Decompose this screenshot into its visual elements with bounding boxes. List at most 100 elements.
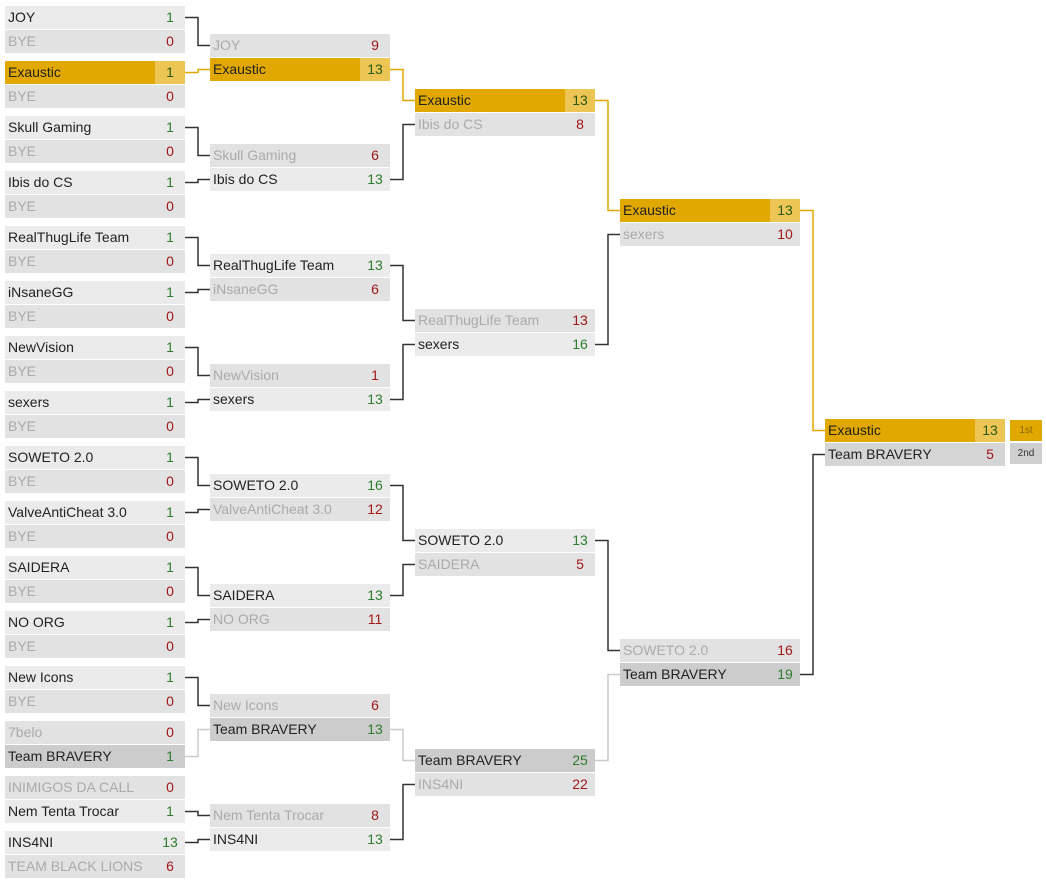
team-score: 0 bbox=[155, 580, 185, 603]
team-name: BYE bbox=[5, 525, 155, 548]
team-score: 0 bbox=[155, 305, 185, 328]
team-score: 0 bbox=[155, 776, 185, 799]
team-name: Skull Gaming bbox=[5, 116, 155, 139]
connector-line bbox=[595, 99, 620, 212]
team-name: RealThugLife Team bbox=[415, 309, 565, 332]
team-score: 22 bbox=[565, 773, 595, 796]
team-score: 0 bbox=[155, 360, 185, 383]
team-score: 6 bbox=[360, 144, 390, 167]
team-name: New Icons bbox=[5, 666, 155, 689]
team-score: 1 bbox=[155, 281, 185, 304]
team-score: 6 bbox=[360, 694, 390, 717]
team-score: 13 bbox=[360, 584, 390, 607]
team-name: SOWETO 2.0 bbox=[5, 446, 155, 469]
team-name: JOY bbox=[5, 6, 155, 29]
team-score: 0 bbox=[155, 195, 185, 218]
team-score: 13 bbox=[565, 309, 595, 332]
team-score: 0 bbox=[155, 85, 185, 108]
team-score: 13 bbox=[565, 529, 595, 552]
team-score: 11 bbox=[360, 608, 390, 631]
team-score: 13 bbox=[155, 831, 185, 854]
team-score: 1 bbox=[360, 364, 390, 387]
team-name: JOY bbox=[210, 34, 360, 57]
connector-line bbox=[185, 810, 210, 817]
team-score: 13 bbox=[360, 388, 390, 411]
team-name: BYE bbox=[5, 360, 155, 383]
team-name: sexers bbox=[210, 388, 360, 411]
connector-line bbox=[595, 233, 620, 346]
team-name: Ibis do CS bbox=[210, 168, 360, 191]
